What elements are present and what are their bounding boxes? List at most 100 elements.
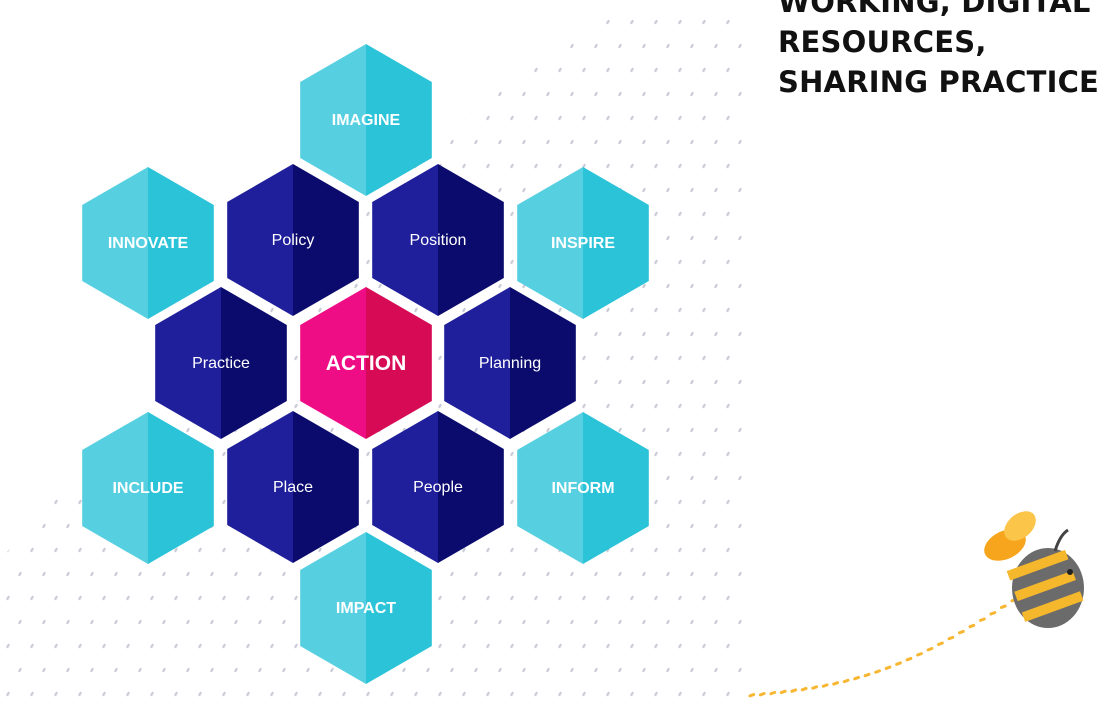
dot <box>606 355 610 361</box>
dot <box>366 499 370 505</box>
dot <box>654 115 658 121</box>
dot <box>654 259 658 265</box>
hex-position-label: Position <box>410 232 467 249</box>
dot <box>738 379 742 385</box>
dot <box>222 259 226 265</box>
dot <box>186 667 190 673</box>
dot <box>30 643 34 649</box>
dot <box>234 619 238 625</box>
dot <box>318 547 322 553</box>
bee-stripe <box>1021 591 1084 622</box>
dot <box>18 139 22 145</box>
dot <box>606 595 610 601</box>
dot <box>654 20 658 25</box>
dot <box>174 67 178 73</box>
trail-dash <box>790 688 798 693</box>
dot <box>606 691 610 697</box>
dot <box>66 331 70 337</box>
dot <box>726 643 730 649</box>
dot <box>102 547 106 553</box>
dot <box>210 619 214 625</box>
dot <box>114 139 118 145</box>
heading-line-2: RESOURCES, <box>778 25 987 59</box>
dot <box>702 259 706 265</box>
dot <box>726 403 730 409</box>
dot <box>294 67 298 73</box>
dot <box>42 43 46 49</box>
dot <box>114 91 118 97</box>
dot <box>426 43 430 49</box>
dot <box>474 91 478 97</box>
hex-imagine-left-face <box>300 44 366 196</box>
dot <box>714 523 718 529</box>
dot <box>486 20 490 25</box>
dot <box>42 187 46 193</box>
dot <box>546 43 550 49</box>
trail-dash <box>874 669 881 674</box>
dot <box>270 307 274 313</box>
hex-place-left-face <box>227 411 293 563</box>
bee-antenna <box>1053 528 1069 552</box>
hex-innovate-left-face <box>82 167 148 319</box>
trail-dash <box>769 690 777 696</box>
hex-imagine-right-face <box>366 44 432 196</box>
dot <box>258 139 262 145</box>
dot <box>282 139 286 145</box>
dot <box>90 667 94 673</box>
dot <box>126 595 130 601</box>
dot <box>438 595 442 601</box>
dot <box>666 139 670 145</box>
dot <box>54 259 58 265</box>
dot <box>702 499 706 505</box>
dot <box>498 91 502 97</box>
dot <box>462 643 466 649</box>
dot <box>582 67 586 73</box>
dot <box>714 43 718 49</box>
dot <box>54 691 58 697</box>
dot <box>462 20 466 25</box>
dot <box>726 499 730 505</box>
dot <box>6 403 10 409</box>
dot <box>222 643 226 649</box>
dot <box>114 571 118 577</box>
trail-dash <box>748 693 756 698</box>
dot <box>474 427 478 433</box>
dot <box>738 43 742 49</box>
hex-policy-right-face <box>293 164 359 316</box>
dot <box>366 691 370 697</box>
dot <box>150 355 154 361</box>
hex-planning: Planning <box>444 287 576 439</box>
dot <box>246 20 250 25</box>
dot <box>222 547 226 553</box>
dot <box>354 43 358 49</box>
hex-people-right-face <box>438 411 504 563</box>
hex-inform: INFORM <box>517 412 649 564</box>
dot <box>102 20 106 25</box>
dot <box>18 523 22 529</box>
hex-innovate-label: INNOVATE <box>108 235 189 252</box>
dot <box>234 139 238 145</box>
dot <box>510 451 514 457</box>
dot <box>450 43 454 49</box>
dot <box>546 667 550 673</box>
dot <box>678 115 682 121</box>
hex-imagine-label: IMAGINE <box>332 112 401 129</box>
dot <box>498 43 502 49</box>
dot <box>714 187 718 193</box>
dot <box>294 403 298 409</box>
dot <box>654 595 658 601</box>
dot <box>690 619 694 625</box>
hex-impact-label: IMPACT <box>336 600 396 617</box>
hex-impact-right-face <box>366 532 432 684</box>
dot <box>54 595 58 601</box>
dot <box>630 20 634 25</box>
dot <box>726 211 730 217</box>
dot <box>666 91 670 97</box>
dot <box>174 20 178 25</box>
dot <box>66 667 70 673</box>
dot <box>462 115 466 121</box>
dot <box>582 355 586 361</box>
heading-line-1: WORKING, DIGITAL <box>778 0 1091 19</box>
dot <box>558 307 562 313</box>
